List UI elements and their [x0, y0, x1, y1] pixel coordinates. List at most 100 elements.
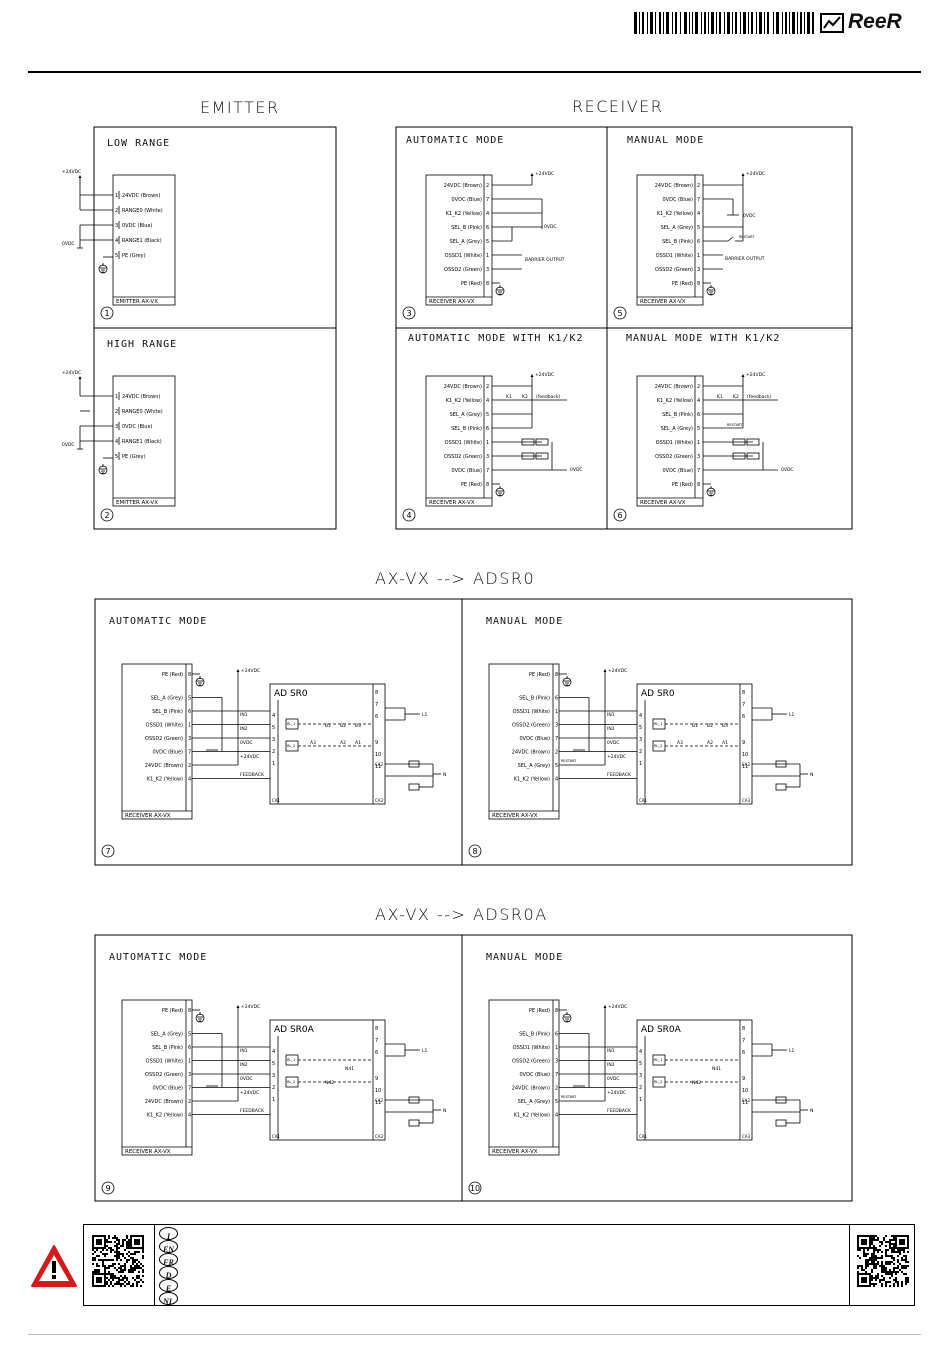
pin-label: 0VDC (Blue) [663, 468, 694, 474]
qr-module [122, 1241, 124, 1243]
terminal-number: 5 [272, 1061, 275, 1067]
qr-code-icon[interactable] [857, 1235, 909, 1287]
qr-module [871, 1275, 873, 1277]
pin-label: 24VDC (Brown) [655, 183, 693, 189]
supply-label: +24VDC [746, 171, 765, 177]
contact-label: N42 [325, 1080, 334, 1086]
pin-number: 3 [486, 454, 489, 460]
qr-module [887, 1263, 889, 1265]
panel-2-title: HIGH RANGE [107, 339, 178, 350]
qr-module [889, 1243, 891, 1245]
qr-module [136, 1265, 138, 1267]
pin-label: 0VDC (Blue) [520, 736, 551, 742]
pin-number: 3 [115, 424, 118, 430]
barrier-output-label: BARRIER OUTPUT [725, 256, 765, 262]
qr-module [889, 1261, 891, 1263]
pin-label: 0VDC (Blue) [452, 197, 483, 203]
panel-number: 2 [104, 511, 109, 520]
qr-module [118, 1277, 120, 1279]
qr-module [877, 1237, 879, 1239]
qr-module [128, 1283, 130, 1285]
qr-module [885, 1261, 887, 1263]
qr-module [893, 1249, 895, 1251]
qr-module [134, 1279, 136, 1281]
pin-label: 24VDC (Brown) [512, 1086, 550, 1092]
qr-module [102, 1249, 104, 1251]
qr-module [871, 1277, 873, 1279]
qr-module [875, 1255, 877, 1257]
qr-module [871, 1243, 873, 1245]
pin-label: PE (Red) [672, 482, 693, 488]
qr-module [112, 1263, 114, 1265]
qr-module [116, 1243, 118, 1245]
terminal-group-label: CA2 [742, 762, 751, 767]
language-item-fr[interactable]: FR [159, 1253, 178, 1267]
qr-module [138, 1277, 140, 1279]
language-item-en[interactable]: EN [159, 1240, 178, 1254]
pin-number: 4 [115, 439, 118, 445]
qr-module [122, 1239, 124, 1241]
terminal-number: 1 [272, 1097, 275, 1103]
contact-label: A1 [355, 740, 361, 746]
pin-number: 8 [188, 1008, 191, 1014]
receiver-terminal-box [636, 375, 704, 507]
qr-module [875, 1239, 877, 1241]
qr-module [901, 1281, 903, 1283]
supply-label: +24VDC [608, 668, 627, 674]
supply-label: +24VDC [241, 1004, 260, 1010]
pin-label: OSSD2 (Green) [444, 267, 482, 273]
pin-number: 4 [486, 211, 489, 217]
qr-module [106, 1273, 108, 1275]
panel-number: 7 [105, 847, 110, 856]
qr-module [891, 1261, 893, 1263]
pin-label: SEL_B (Pink) [451, 426, 482, 432]
terminal-number: 2 [272, 1085, 275, 1091]
qr-module [128, 1245, 130, 1247]
qr-module [142, 1265, 144, 1267]
qr-module [102, 1265, 104, 1267]
qr-module [891, 1257, 893, 1259]
language-item-i[interactable]: I [159, 1227, 178, 1241]
language-item-d[interactable]: D [159, 1266, 178, 1280]
qr-module [108, 1259, 110, 1261]
pin-label: OSSD1 (White) [146, 723, 183, 729]
output-label: L1 [422, 712, 428, 718]
terminal-number: 9 [742, 1076, 745, 1082]
qr-module [140, 1267, 142, 1269]
feedback-label: FEEDBACK [240, 1108, 265, 1114]
qr-module [865, 1253, 867, 1255]
qr-module [883, 1279, 885, 1281]
qr-module [118, 1281, 120, 1283]
supply-label: 0VDC [544, 224, 557, 230]
terminal-number: 4 [639, 1049, 642, 1055]
panel-number-circle [613, 306, 627, 320]
pin-number: 7 [697, 197, 700, 203]
qr-module [136, 1285, 138, 1287]
section-title-adsr0: AX-VX --> ADSR0 [375, 569, 536, 588]
contact-label: N41 [712, 1066, 721, 1072]
contact-label: B3 [722, 723, 728, 729]
panel-6-title: MANUAL MODE WITH K1/K2 [626, 333, 781, 344]
qr-module [895, 1281, 897, 1283]
qr-module [875, 1265, 877, 1267]
load-coil [775, 1119, 787, 1127]
pin-number: 3 [115, 223, 118, 229]
qr-code-icon[interactable] [92, 1235, 144, 1287]
qr-module [96, 1255, 98, 1257]
qr-module [92, 1249, 94, 1251]
qr-module [114, 1283, 116, 1285]
pin-label: OSSD2 (Green) [145, 1072, 183, 1078]
panel-1-title: LOW RANGE [107, 138, 171, 149]
pin-number: 7 [555, 736, 558, 742]
qr-module [879, 1249, 881, 1251]
qr-module [104, 1271, 106, 1273]
language-item-e[interactable]: E [159, 1279, 178, 1293]
qr-module [907, 1277, 909, 1279]
qr-module [873, 1257, 875, 1259]
pin-number: 7 [486, 468, 489, 474]
qr-module [865, 1255, 867, 1257]
pin-number: 8 [697, 482, 700, 488]
relay-coil [746, 438, 760, 446]
pin-number: 5 [555, 763, 558, 769]
language-item-nl[interactable]: NL [159, 1292, 178, 1306]
